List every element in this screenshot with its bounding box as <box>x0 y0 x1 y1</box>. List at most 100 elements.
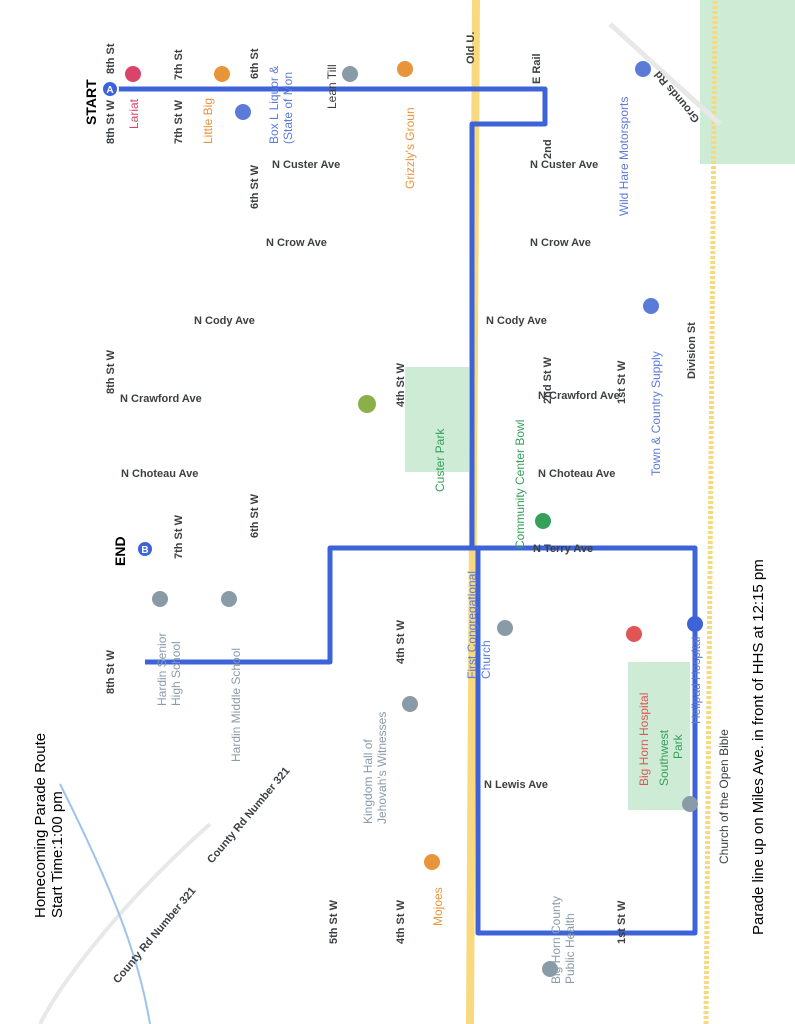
place-label: Church <box>479 640 493 679</box>
start-marker-letter: A <box>106 85 113 96</box>
street-label: Division St <box>686 322 698 379</box>
place-label: Hardin Senior <box>155 633 169 706</box>
place-label: Mojoes <box>431 887 445 926</box>
place-label: Grizzly's Groun <box>403 107 417 189</box>
place-label: First Congregational <box>465 571 479 679</box>
place-label: Helipad Hospital <box>689 637 703 724</box>
grounds-road <box>608 22 722 126</box>
street-label: 1st St W <box>616 360 628 404</box>
place-label: Town & Country Supply <box>649 351 663 476</box>
place-label: Southwest <box>657 729 671 786</box>
school-icon <box>152 591 168 607</box>
place-label: (State of Mon <box>281 72 295 144</box>
place-label: Community Center Bowl <box>513 420 527 549</box>
route-stop-icon <box>687 616 703 632</box>
place-label: Lariat <box>127 98 141 129</box>
place-label: Box L Liquor & <box>267 66 281 144</box>
street-label: 2nd <box>542 139 554 159</box>
avenue-label: N Choteau Ave <box>121 468 198 480</box>
avenue-label: N Cody Ave <box>486 315 547 327</box>
street-label: 2nd St W <box>542 356 554 404</box>
avenue-label: N Crawford Ave <box>120 393 202 405</box>
street-label: 4th St W <box>395 362 407 407</box>
place-labels: Lariat Little Big Box L Liquor & (State … <box>127 64 731 984</box>
street-label: 7th St <box>173 49 185 80</box>
map-title: Homecoming Parade Route <box>32 732 49 918</box>
start-marker[interactable]: A <box>101 80 119 98</box>
place-label: Custer Park <box>433 428 447 492</box>
avenue-label: N Lewis Ave <box>484 779 548 791</box>
restaurant-icon <box>424 854 440 870</box>
street-label: 6th St W <box>249 164 261 209</box>
place-label: Lean Till <box>325 64 339 109</box>
avenue-label: N Crawford Ave <box>538 390 620 402</box>
street-label: 1st St W <box>616 900 628 944</box>
place-label: Jehovah's Witnesses <box>375 712 389 824</box>
end-marker-dot <box>136 540 154 558</box>
avenue-label: N Choteau Ave <box>538 468 615 480</box>
shop-icon <box>643 298 659 314</box>
place-label: Church of the Open Bible <box>717 729 731 864</box>
street-label: 8th St W <box>105 99 117 144</box>
place-label: High School <box>169 641 183 706</box>
county-road-321 <box>38 822 212 1024</box>
custer-park-area <box>405 367 469 472</box>
shop-icon <box>635 61 651 77</box>
restaurant-icon <box>397 61 413 77</box>
avenue-label: N Custer Ave <box>530 159 598 171</box>
fairgrounds-area <box>700 0 795 164</box>
street-label: 6th St <box>249 48 261 79</box>
street-label: 5th St W <box>328 899 340 944</box>
street-label: 7th St W <box>173 99 185 144</box>
street-label: 6th St W <box>249 493 261 538</box>
hospital-icon <box>626 626 642 642</box>
street-label: 8th St <box>105 43 117 74</box>
park-pin-icon <box>358 395 376 413</box>
avenue-label: N Crow Ave <box>266 237 327 249</box>
place-label: Little Big <box>201 98 215 144</box>
place-label: Kingdom Hall of <box>361 739 375 824</box>
parks <box>405 0 795 810</box>
street-label: 8th St W <box>105 649 117 694</box>
shop-icon <box>342 66 358 82</box>
avenue-label: N Terry Ave <box>533 543 593 555</box>
street-label: 7th St W <box>173 514 185 559</box>
church-icon <box>402 696 418 712</box>
end-marker[interactable]: B <box>136 540 154 558</box>
place-label: Hardin Middle School <box>229 648 243 762</box>
place-label: Big Horn Hospital <box>637 693 651 786</box>
parade-note: Parade line up on Miles Ave. in front of… <box>750 559 767 935</box>
start-marker-dot <box>101 80 119 98</box>
avenue-label: N Cody Ave <box>194 315 255 327</box>
end-marker-letter: B <box>141 545 148 556</box>
church-icon <box>497 620 513 636</box>
poi-icons <box>125 61 703 977</box>
southwest-park-area <box>628 662 690 810</box>
avenue-labels: N Custer Ave N Custer Ave N Crow Ave N C… <box>120 159 620 791</box>
start-label: START <box>83 79 99 125</box>
title-block: Homecoming Parade Route Start Time:1:00 … <box>32 733 66 918</box>
government-icon <box>542 961 558 977</box>
street-label: 8th St W <box>105 349 117 394</box>
place-pin-icon <box>535 513 551 529</box>
church-icon <box>682 796 698 812</box>
street-label: 4th St W <box>395 619 407 664</box>
street-label: 4th St W <box>395 899 407 944</box>
river <box>59 783 151 1024</box>
start-time: Start Time:1:00 pm <box>49 791 66 918</box>
school-icon <box>221 591 237 607</box>
place-label: Public Health <box>563 913 577 984</box>
street-label: E Rail <box>531 53 543 84</box>
avenue-label: N Custer Ave <box>272 159 340 171</box>
miles-ave-road <box>703 0 718 1024</box>
end-label: END <box>112 536 128 566</box>
shop-icon <box>235 104 251 120</box>
restaurant-icon <box>214 66 230 82</box>
avenue-label: N Crow Ave <box>530 237 591 249</box>
bar-icon <box>125 66 141 82</box>
parade-route-west <box>145 545 478 665</box>
